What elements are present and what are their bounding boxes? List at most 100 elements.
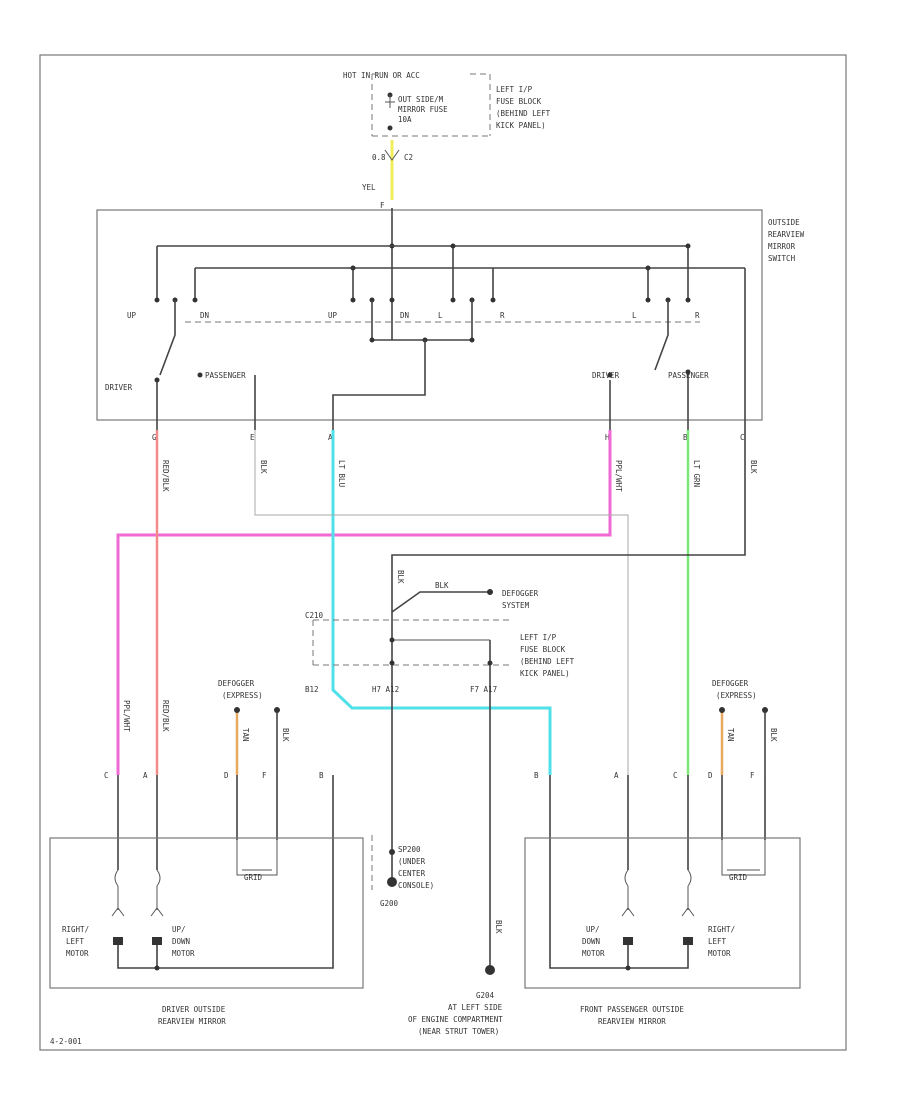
- ground-g200: G200: [380, 899, 399, 908]
- driver-defogger-1: DEFOGGER: [218, 679, 255, 688]
- switch-r-center: R: [500, 311, 505, 320]
- colored-wires: [116, 420, 766, 970]
- driver-mirror-title-1: DRIVER OUTSIDE: [162, 1005, 226, 1014]
- switch-dn-left: DN: [200, 311, 209, 320]
- switch-pin-c: C: [740, 433, 745, 442]
- gray-wire: [254, 430, 629, 775]
- fuse-block2-1: LEFT I/P: [520, 633, 557, 642]
- defogger-pin-c210: C210: [305, 611, 324, 620]
- fuse-label-2: MIRROR FUSE: [398, 105, 448, 114]
- passenger-pin-b: B: [534, 771, 539, 780]
- label-w6: LT GRN: [692, 460, 701, 487]
- driver-motor2-2: DOWN: [172, 937, 190, 946]
- label-w3: BLK: [259, 460, 268, 474]
- fuse-block-2: FUSE BLOCK: [496, 97, 542, 106]
- defogger-wire: BLK: [435, 581, 449, 590]
- defogger-pin-h7: H7 A12: [372, 685, 399, 694]
- passenger-motor2-2: LEFT: [708, 937, 727, 946]
- driver-motor2-3: MOTOR: [172, 949, 195, 958]
- defogger-pin-b12: B12: [305, 685, 319, 694]
- power-feed-label: HOT IN RUN OR ACC: [343, 71, 420, 80]
- passenger-mirror-title-1: FRONT PASSENGER OUTSIDE: [580, 1005, 684, 1014]
- splice-loc-2: CENTER: [398, 869, 426, 878]
- splice-ground: SP200 (UNDER CENTER CONSOLE) G200 G204 A…: [371, 835, 503, 1036]
- passenger-motor1-3: MOTOR: [582, 949, 605, 958]
- fuse-block-3: (BEHIND LEFT: [496, 109, 551, 118]
- switch-title-3: MIRROR: [768, 242, 796, 251]
- switch-title-4: SWITCH: [768, 254, 796, 263]
- switch-pin-h: H: [605, 433, 610, 442]
- driver-pin-c: C: [104, 771, 109, 780]
- switch-pin-e: E: [250, 433, 255, 442]
- fuse-label-1: OUT SIDE/M: [398, 95, 444, 104]
- diagram-id: 4-2-001: [50, 1037, 82, 1046]
- switch-l-right: L: [632, 311, 637, 320]
- switch-title-2: REARVIEW: [768, 230, 805, 239]
- diagram-frame: [39, 54, 847, 1051]
- label-tan-right: TAN: [726, 728, 735, 742]
- driver-pin-a: A: [143, 771, 148, 780]
- fuse-label-3: 10A: [398, 115, 412, 124]
- defogger-label-1: DEFOGGER: [502, 589, 539, 598]
- switch-pin-b: B: [683, 433, 688, 442]
- ground-g204: G204: [476, 991, 495, 1000]
- driver-mirror: DEFOGGER (EXPRESS) C A D F B GRID RIGHT/…: [49, 679, 364, 1026]
- driver-pin-f: F: [262, 771, 267, 780]
- connector-c2: C2: [404, 153, 413, 162]
- switch-dn-center: DN: [400, 311, 409, 320]
- defogger-block: BLK DEFOGGER SYSTEM C210 B12 H7 A12 F7 A…: [305, 581, 575, 694]
- ground2-loc-3: (NEAR STRUT TOWER): [418, 1027, 499, 1036]
- driver-pin-b: B: [319, 771, 324, 780]
- label-blk-ground: BLK: [494, 920, 503, 934]
- driver-defogger-2: (EXPRESS): [222, 691, 263, 700]
- black-wire-main: [391, 420, 746, 880]
- fuse-block2-4: KICK PANEL): [520, 669, 570, 678]
- label-tan-left: TAN: [241, 728, 250, 742]
- power-feed: HOT IN RUN OR ACC OUT SIDE/M MIRROR FUSE…: [343, 71, 551, 210]
- splice-loc-3: CONSOLE): [398, 881, 434, 890]
- label-w2: RED/BLK: [161, 460, 170, 492]
- ground2-loc-2: OF ENGINE COMPARTMENT: [408, 1015, 503, 1024]
- fuse-block2-3: (BEHIND LEFT: [520, 657, 575, 666]
- switch-internals: [154, 208, 746, 430]
- driver-motor1-3: MOTOR: [66, 949, 89, 958]
- switch-up-center: UP: [328, 311, 338, 320]
- mirror-switch-box: [96, 209, 763, 421]
- passenger-motor2-1: RIGHT/: [708, 925, 735, 934]
- driver-motor2-1: UP/: [172, 925, 186, 934]
- switch-passenger-right: PASSENGER: [668, 371, 709, 380]
- defogger-label-2: SYSTEM: [502, 601, 530, 610]
- passenger-motor1-1: UP/: [586, 925, 600, 934]
- label-w4: LT BLU: [337, 460, 346, 487]
- defogger-pin-f7: F7 A17: [470, 685, 497, 694]
- switch-up-left: UP: [127, 311, 137, 320]
- fuse-block2-2: FUSE BLOCK: [520, 645, 566, 654]
- passenger-pin-c: C: [673, 771, 678, 780]
- passenger-pin-f: F: [750, 771, 755, 780]
- passenger-pin-d: D: [708, 771, 713, 780]
- label-w2-lower: RED/BLK: [161, 700, 170, 732]
- switch-pin-a: A: [328, 433, 333, 442]
- label-w1: PPL/WHT: [614, 460, 623, 492]
- cyan-wire: [331, 430, 552, 775]
- passenger-pin-a: A: [614, 771, 619, 780]
- wire-color-yel: YEL: [362, 183, 376, 192]
- driver-motor1-1: RIGHT/: [62, 925, 89, 934]
- driver-mirror-title-2: REARVIEW MIRROR: [158, 1017, 226, 1026]
- switch-driver-right: DRIVER: [592, 371, 620, 380]
- passenger-motor2-3: MOTOR: [708, 949, 731, 958]
- switch-l-center: L: [438, 311, 443, 320]
- passenger-mirror: DEFOGGER (EXPRESS) B A C D F GRID UP/ DO…: [524, 679, 801, 1026]
- passenger-grid: GRID: [729, 873, 748, 882]
- driver-grid: GRID: [244, 873, 263, 882]
- switch-title-1: OUTSIDE: [768, 218, 800, 227]
- fuse-block-1: LEFT I/P: [496, 85, 533, 94]
- ground2-loc-1: AT LEFT SIDE: [448, 1003, 503, 1012]
- label-w7: BLK: [749, 460, 758, 474]
- splice-id: SP200: [398, 845, 421, 854]
- passenger-defogger-1: DEFOGGER: [712, 679, 749, 688]
- connector-c2-symbol: [384, 149, 400, 161]
- splice-loc-1: (UNDER: [398, 857, 426, 866]
- switch-driver-left: DRIVER: [105, 383, 133, 392]
- pin-f: F: [380, 201, 385, 210]
